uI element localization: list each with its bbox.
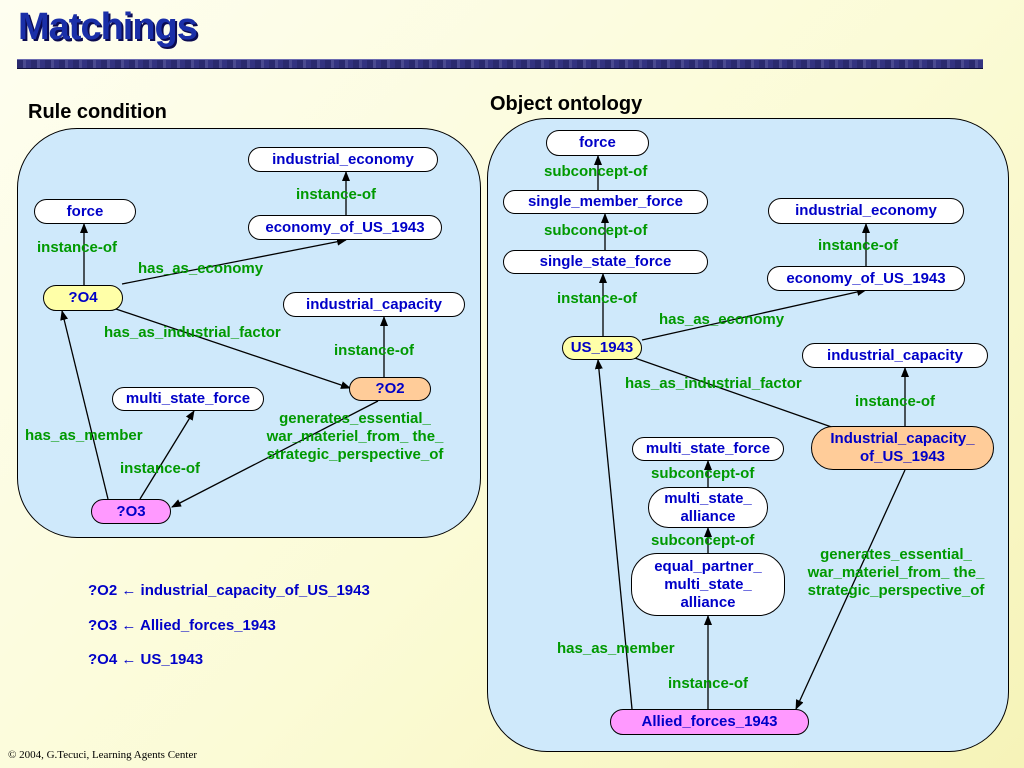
rc-edge-industrial-factor (109, 306, 351, 389)
oo-label-generates-line3: strategic_perspective_of (807, 582, 985, 599)
oo-label-instance-of-economy: instance-of (818, 237, 899, 254)
rc-edge-generates (171, 400, 379, 508)
oo-node-multi-state-alliance-line2: alliance (680, 507, 736, 525)
rc-label-generates-line1: generates_essential_ (279, 410, 431, 427)
oo-node-industrial-capacity-of-us-line2: of_US_1943 (859, 448, 946, 465)
rc-edge-multi-instance (139, 410, 195, 500)
rc-node-economy-of-us: economy_of_US_1943 (248, 215, 442, 240)
binding-variable: ?O4 (88, 651, 118, 668)
oo-node-equal-partner-line3: alliance (680, 593, 736, 611)
left-arrow-icon: ← (121, 617, 137, 634)
rc-label-instance-of-force: instance-of (37, 239, 118, 256)
rule-condition-panel (17, 128, 481, 538)
binding-value: US_1943 (140, 651, 204, 668)
oo-edge-has-as-member (594, 359, 633, 710)
footer-copyright: © 2004, G.Tecuci, Learning Agents Center (8, 749, 198, 761)
oo-label-generates-line2: war_materiel_from_ the_ (807, 564, 985, 581)
oo-edge-has-as-economy (641, 288, 867, 341)
rc-node-o4: ?O4 (43, 285, 123, 311)
binding-row: ?O4 ← US_1943 (88, 651, 203, 668)
oo-node-single-state-force: single_state_force (503, 250, 708, 274)
rc-label-instance-of-capacity: instance-of (334, 342, 415, 359)
rc-node-force: force (34, 199, 136, 224)
oo-node-multi-state-alliance-line1: multi_state_ (664, 489, 752, 507)
oo-node-economy-of-us: economy_of_US_1943 (767, 266, 965, 291)
oo-label-instance-of-capacity: instance-of (855, 393, 936, 410)
rc-label-generates: generates_essential_ war_materiel_from_ … (250, 410, 460, 464)
oo-node-industrial-economy: industrial_economy (768, 198, 964, 224)
oo-label-generates-line1: generates_essential_ (820, 546, 972, 563)
binding-value: industrial_capacity_of_US_1943 (140, 582, 370, 599)
oo-label-subconcept-4: subconcept-of (651, 532, 755, 549)
oo-node-single-member-force: single_member_force (503, 190, 708, 214)
rc-label-generates-line2: war_materiel_from_ the_ (266, 428, 444, 445)
binding-variable: ?O3 (88, 617, 118, 634)
rc-node-multi-state-force: multi_state_force (112, 387, 264, 411)
oo-edge-industrial-factor (631, 356, 861, 438)
rc-node-industrial-capacity: industrial_capacity (283, 292, 465, 317)
oo-node-force: force (546, 130, 649, 156)
oo-node-us-1943: US_1943 (562, 336, 642, 360)
binding-variable: ?O2 (88, 582, 118, 599)
rc-label-has-as-industrial-factor: has_as_industrial_factor (104, 324, 281, 341)
oo-edge-generates (795, 469, 906, 710)
rc-label-instance-of-economy: instance-of (296, 186, 377, 203)
rc-node-o3: ?O3 (91, 499, 171, 524)
oo-label-has-as-member: has_as_member (557, 640, 675, 657)
rc-label-has-as-member: has_as_member (25, 427, 143, 444)
oo-label-instance-of-state: instance-of (557, 290, 638, 307)
oo-label-generates: generates_essential_ war_materiel_from_ … (790, 546, 1002, 600)
binding-value: Allied_forces_1943 (139, 617, 276, 634)
oo-label-has-as-economy: has_as_economy (659, 311, 785, 328)
left-arrow-icon: ← (121, 651, 137, 668)
rc-label-generates-line3: strategic_perspective_of (266, 446, 444, 463)
oo-label-subconcept-2: subconcept-of (544, 222, 648, 239)
object-ontology-heading: Object ontology (490, 93, 643, 115)
slide-title: Matchings (18, 6, 198, 48)
binding-row: ?O2 ← industrial_capacity_of_US_1943 (88, 582, 370, 599)
rc-label-instance-of-multi: instance-of (120, 460, 201, 477)
oo-label-instance-of-allied: instance-of (668, 675, 749, 692)
oo-node-industrial-capacity-of-us: Industrial_capacity_ of_US_1943 (811, 426, 994, 470)
title-divider (17, 59, 983, 69)
oo-node-equal-partner: equal_partner_ multi_state_ alliance (631, 553, 785, 616)
oo-label-subconcept-3: subconcept-of (651, 465, 755, 482)
binding-row: ?O3 ← Allied_forces_1943 (88, 617, 276, 634)
rc-label-has-as-economy: has_as_economy (138, 260, 264, 277)
oo-node-allied-forces: Allied_forces_1943 (610, 709, 809, 735)
oo-label-subconcept-1: subconcept-of (544, 163, 648, 180)
rule-condition-heading: Rule condition (28, 101, 167, 123)
rc-edge-has-as-economy (121, 237, 347, 285)
oo-node-multi-state-force: multi_state_force (632, 437, 784, 461)
rc-edge-has-as-member (60, 310, 109, 500)
oo-node-industrial-capacity-of-us-line1: Industrial_capacity_ (830, 430, 975, 447)
oo-label-has-as-industrial-factor: has_as_industrial_factor (625, 375, 802, 392)
oo-node-equal-partner-line1: equal_partner_ (654, 557, 762, 575)
rc-node-o2: ?O2 (349, 377, 431, 401)
oo-node-multi-state-alliance: multi_state_ alliance (648, 487, 768, 528)
oo-node-industrial-capacity: industrial_capacity (802, 343, 988, 368)
oo-node-equal-partner-line2: multi_state_ (664, 575, 752, 593)
rc-node-industrial-economy: industrial_economy (248, 147, 438, 172)
left-arrow-icon: ← (121, 582, 137, 599)
